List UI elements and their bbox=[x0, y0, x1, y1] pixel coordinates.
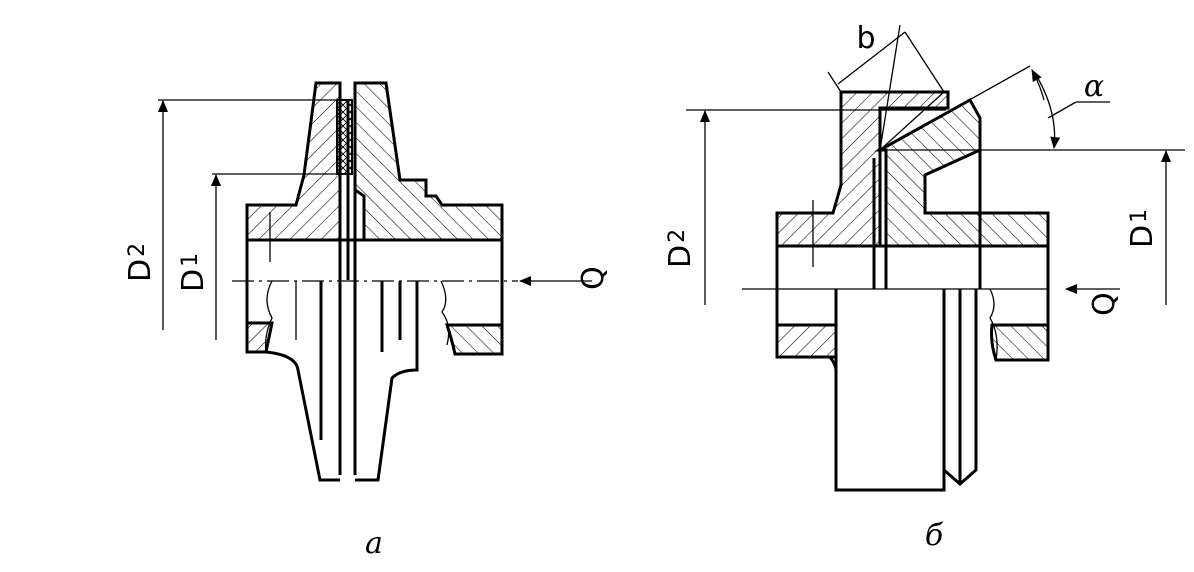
fig-a-left-section bbox=[245, 81, 342, 242]
fig-b-b-ext3 bbox=[879, 91, 945, 151]
fig-b-shoulder bbox=[828, 356, 838, 371]
figure-b: D2 D1 Q b α б bbox=[663, 21, 1185, 553]
fig-b-angle-ray bbox=[879, 65, 1031, 151]
fig-b-angle-arc-start bbox=[1031, 69, 1045, 101]
fig-a-lower-right-section bbox=[444, 323, 504, 356]
fig-a-caption: а bbox=[365, 526, 383, 561]
figure-a: D2 D1 Q а bbox=[123, 81, 611, 561]
fig-b-b-ext2 bbox=[879, 24, 901, 151]
fig-b-force-label: Q bbox=[1087, 292, 1122, 316]
fig-a-force-label: Q bbox=[576, 266, 611, 290]
fig-b-d1-label: D1 bbox=[1125, 209, 1160, 248]
fig-a-right-section bbox=[353, 81, 504, 242]
fig-b-punch-right bbox=[943, 289, 978, 486]
fig-b-punch bbox=[834, 289, 946, 492]
fig-b-d2-label: D2 bbox=[663, 229, 698, 268]
fig-b-angle-label: α bbox=[1084, 69, 1104, 104]
fig-a-lower-body bbox=[265, 281, 419, 482]
fig-b-break-right bbox=[989, 288, 998, 361]
fig-b-angle-leader bbox=[1047, 101, 1077, 119]
fig-b-lower-left-section bbox=[775, 323, 838, 359]
fig-b-caption: б bbox=[925, 518, 944, 553]
fig-a-d1-label: D1 bbox=[176, 253, 211, 292]
fig-b-b-ext1 bbox=[827, 71, 842, 93]
fig-b-lower-right-section bbox=[990, 323, 1050, 362]
fig-b-width-label: b bbox=[856, 21, 875, 56]
fig-b-b-line bbox=[837, 31, 906, 85]
fig-a-break-left bbox=[264, 280, 273, 353]
fig-a-d2-label: D2 bbox=[123, 243, 158, 282]
fig-b-right-section bbox=[874, 97, 1050, 248]
fig-a-break-right bbox=[440, 280, 450, 346]
fig-b-b-ext4 bbox=[904, 31, 945, 93]
